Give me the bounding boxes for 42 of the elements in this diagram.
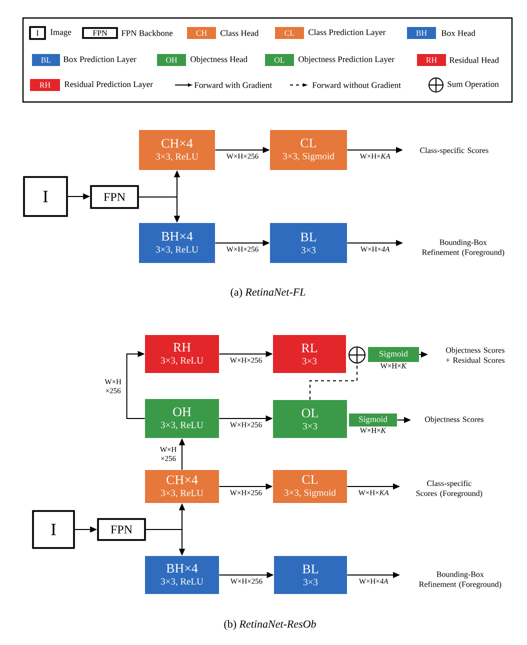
legend-label: Class Head bbox=[220, 30, 259, 36]
fpn-box: FPN bbox=[90, 185, 139, 209]
image-box: I bbox=[23, 176, 68, 217]
head-box: RH 3×3, ReLU bbox=[145, 335, 219, 373]
legend-label: Box Prediction Layer bbox=[63, 56, 136, 64]
layer-box: BL 3×3 bbox=[270, 223, 347, 263]
legend-label: Sum Operation bbox=[448, 81, 499, 89]
layer-box: CL 3×3, Sigmoid bbox=[273, 470, 347, 503]
legend-label: Objectness Prediction Layer bbox=[298, 56, 394, 64]
legend-label: Box Head bbox=[441, 30, 476, 36]
legend-label: Objectness Head bbox=[190, 56, 248, 64]
caption: (a) RetinaNet-FL bbox=[230, 288, 306, 298]
legend-label: Forward without Gradient bbox=[312, 82, 401, 88]
connector-line bbox=[310, 363, 358, 400]
layer-box: CL 3×3, Sigmoid bbox=[270, 130, 347, 170]
image-box: I bbox=[32, 510, 75, 549]
fpn-box: FPN bbox=[97, 518, 146, 541]
layer-box: BL 3×3 bbox=[274, 556, 347, 594]
output-text: Bounding-Box Refinement (Foreground) bbox=[422, 239, 504, 257]
head-box: OH 3×3, ReLU bbox=[145, 399, 219, 438]
sum-circle bbox=[348, 346, 366, 364]
legend-label: Residual Head bbox=[449, 57, 499, 63]
legend-label: Class Prediction Layer bbox=[308, 29, 386, 37]
sigmoid-box: Sigmoid bbox=[349, 414, 397, 426]
head-box: BH×4 3×3, ReLU bbox=[145, 556, 219, 594]
output-text: Objectness Scores bbox=[424, 416, 484, 424]
legend-label: Residual Prediction Layer bbox=[64, 81, 153, 89]
sigmoid-box: Sigmoid bbox=[368, 347, 419, 362]
output-text: Class-specific Scores bbox=[420, 147, 488, 155]
output-text: Bounding-Box Refinement (Foreground) bbox=[419, 571, 502, 589]
head-box: BH×4 3×3, ReLU bbox=[139, 223, 215, 263]
legend-label: Forward with Gradient bbox=[194, 82, 272, 88]
arrow bbox=[126, 350, 146, 419]
caption: (b) RetinaNet-ResOb bbox=[224, 620, 316, 630]
layer-box: OL 3×3 bbox=[273, 400, 347, 438]
legend-label: FPN Backbone bbox=[121, 30, 173, 36]
head-box: CH×4 3×3, ReLU bbox=[145, 470, 219, 503]
legend-label: Image bbox=[50, 29, 72, 37]
head-box: CH×4 3×3, ReLU bbox=[139, 130, 215, 170]
output-text: Class-specific Scores (Foreground) bbox=[416, 480, 482, 498]
layer-box: RL 3×3 bbox=[273, 335, 346, 373]
output-text: Objectness Scores + Residual Scores bbox=[446, 347, 504, 363]
